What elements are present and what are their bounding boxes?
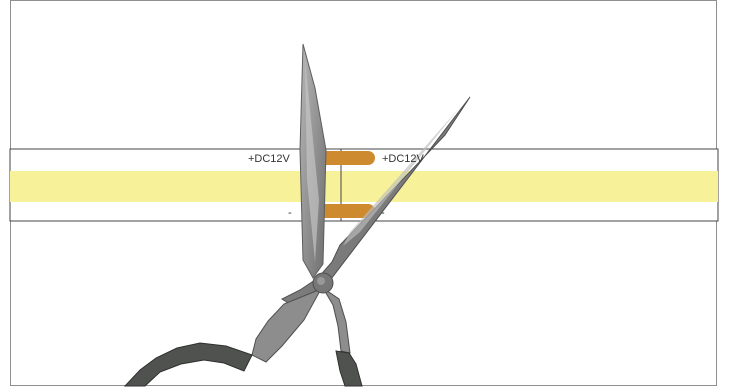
scissors-icon — [123, 43, 471, 387]
left-handle — [123, 342, 253, 387]
negative-pad — [318, 204, 375, 218]
left-negative-label: - — [288, 207, 292, 219]
light-emitting-band — [10, 171, 718, 202]
copper-pads — [318, 151, 375, 218]
positive-pad — [318, 151, 375, 165]
left-positive-label: +DC12V — [248, 153, 290, 165]
right-handle — [335, 350, 363, 387]
right-negative-label: - — [381, 207, 385, 219]
right-positive-label: +DC12V — [382, 153, 424, 165]
